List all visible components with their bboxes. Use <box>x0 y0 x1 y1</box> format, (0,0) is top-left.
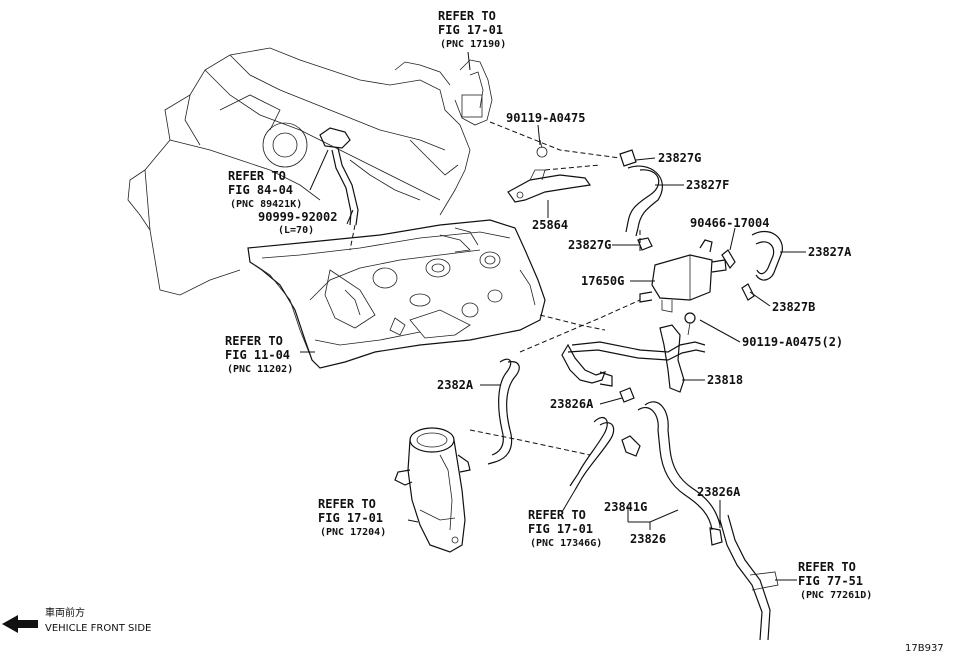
bolt-90119 <box>684 312 696 336</box>
callout-refer-89421k: REFER TO FIG 84-04 (PNC 89421K) <box>228 169 302 210</box>
part-label-23827f: 23827F <box>686 178 729 192</box>
refer-pnc: (PNC 17190) <box>440 39 506 50</box>
cylinder-head-cover <box>247 219 546 369</box>
water-outlet-housing <box>394 427 471 553</box>
part-label-90119-a0475-2: 90119-A0475(2) <box>742 335 843 349</box>
part-label-23827a: 23827A <box>808 245 852 259</box>
part-label-17650g: 17650G <box>581 274 624 288</box>
part-label-23826a-2: 23826A <box>697 485 741 499</box>
clamp-23827g <box>619 149 653 251</box>
callout-90999-92002: 90999-92002 (L=70) <box>258 210 337 236</box>
clip-90466 <box>721 249 736 270</box>
refer-pnc: (PNC 77261D) <box>800 590 872 601</box>
front-label-jp: 車両前方 <box>45 606 85 619</box>
refer-label: REFER TO <box>225 334 283 348</box>
part-label-25864: 25864 <box>532 218 568 232</box>
refer-label: REFER TO <box>528 508 586 522</box>
engine-block-illustration <box>127 47 493 296</box>
refer-pnc: (PNC 89421K) <box>230 199 302 210</box>
refer-fig: FIG 11-04 <box>225 348 290 362</box>
part-label-23826: 23826 <box>630 532 666 546</box>
hose-23827a <box>751 230 783 281</box>
front-label-en: VEHICLE FRONT SIDE <box>45 623 151 634</box>
hose-23827f <box>625 165 663 237</box>
figure-id: 17B937 <box>905 643 944 654</box>
refer-fig: FIG 17-01 <box>438 23 503 37</box>
bracket-25864 <box>507 139 592 203</box>
refer-pnc: (PNC 11202) <box>227 364 293 375</box>
part-label-23827g-2: 23827G <box>568 238 611 252</box>
part-label-23827g: 23827G <box>658 151 701 165</box>
callout-refer-11202: REFER TO FIG 11-04 (PNC 11202) <box>225 334 293 375</box>
fitting-23841g <box>621 435 641 457</box>
clip-23827b <box>741 283 755 301</box>
vehicle-front-indicator: 車両前方 VEHICLE FRONT SIDE <box>2 606 151 634</box>
dashed-connections <box>349 121 641 456</box>
part-label-23827b: 23827B <box>772 300 815 314</box>
part-label-2382a: 2382A <box>437 378 474 392</box>
hose-23826 <box>637 401 721 531</box>
part-label-90119-a0475: 90119-A0475 <box>506 111 585 125</box>
part-label-23841g: 23841G <box>604 500 647 514</box>
callout-refer-17346g: REFER TO FIG 17-01 (PNC 17346G) <box>528 508 602 549</box>
refer-label: REFER TO <box>438 9 496 23</box>
refer-fig: FIG 17-01 <box>318 511 383 525</box>
part-number: 90999-92002 <box>258 210 337 224</box>
hose-2382a <box>487 358 520 465</box>
refer-label: REFER TO <box>228 169 286 183</box>
part-label-23826a: 23826A <box>550 397 594 411</box>
arrow-left-icon <box>2 615 38 633</box>
refer-fig: FIG 84-04 <box>228 183 293 197</box>
pipe-77261d <box>719 514 771 641</box>
vsv-17650g <box>639 239 727 313</box>
leader-lines <box>300 51 806 581</box>
callout-refer-17190: REFER TO FIG 17-01 (PNC 17190) <box>438 9 506 50</box>
refer-fig: FIG 17-01 <box>528 522 593 536</box>
hose-23841g <box>569 417 615 491</box>
part-length: (L=70) <box>278 225 314 236</box>
callout-refer-17204: REFER TO FIG 17-01 (PNC 17204) <box>318 497 386 538</box>
refer-label: REFER TO <box>318 497 376 511</box>
fitting-23826a-lower <box>709 527 723 546</box>
part-label-90466-17004: 90466-17004 <box>690 216 769 230</box>
refer-label: REFER TO <box>798 560 856 574</box>
callout-refer-77261d: REFER TO FIG 77-51 (PNC 77261D) <box>798 560 872 601</box>
refer-pnc: (PNC 17204) <box>320 527 386 538</box>
fitting-23826a-upper <box>619 387 635 403</box>
pipe-23818 <box>561 324 706 393</box>
refer-pnc: (PNC 17346G) <box>530 538 602 549</box>
part-label-23818: 23818 <box>707 373 743 387</box>
refer-fig: FIG 77-51 <box>798 574 863 588</box>
